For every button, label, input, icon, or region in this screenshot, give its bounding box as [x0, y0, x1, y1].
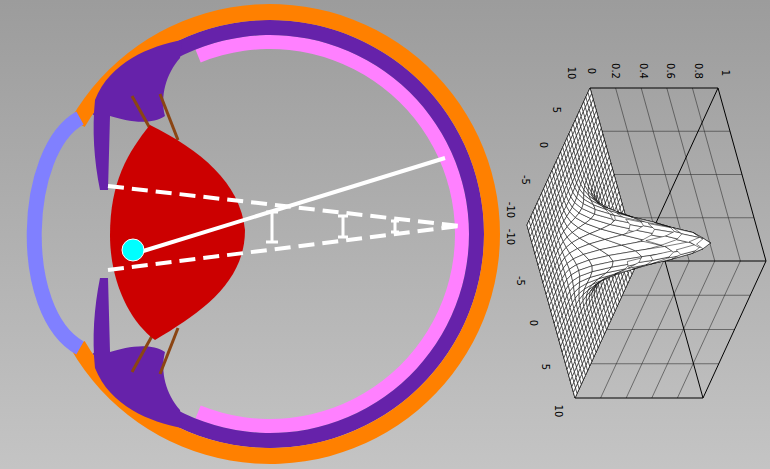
axis-tick-label: -5: [515, 276, 525, 286]
box-edge: [703, 261, 766, 398]
axis-tick-label: 10: [553, 405, 563, 418]
grid-line: [602, 131, 730, 132]
axis-tick-label: 5: [540, 364, 550, 370]
axis-tick-label: 0.4: [638, 63, 648, 79]
mesh-cell: [575, 198, 584, 208]
visual-axis: [140, 158, 445, 252]
lens: [110, 125, 245, 340]
ray-line: [108, 226, 460, 270]
width-marker: [391, 221, 399, 232]
grid-line: [622, 295, 750, 296]
axis-tick-label: -10: [505, 229, 515, 245]
box-edge: [575, 398, 703, 399]
axis-tick-label: 0.8: [693, 63, 703, 79]
eye-cross-section: [34, 4, 500, 464]
width-marker: [266, 212, 278, 242]
axis-tick-label: 1: [720, 70, 730, 76]
mesh-cell: [579, 266, 592, 276]
sclera: [71, 4, 500, 464]
width-marker: [338, 216, 348, 237]
mesh-cell: [582, 204, 595, 214]
mesh-cell: [697, 238, 711, 248]
axis-tick-label: -10: [505, 202, 515, 218]
box-edge: [655, 88, 718, 225]
axis-tick-label: 10: [566, 67, 576, 80]
focus-point: [122, 239, 144, 261]
surface-plot: [527, 88, 766, 398]
cornea: [34, 118, 80, 348]
grid-line: [591, 363, 719, 364]
axis-tick-label: 0.6: [665, 63, 675, 79]
grid-line: [626, 217, 754, 218]
axis-tick-label: 0: [538, 142, 548, 148]
width-markers: [266, 212, 399, 242]
axis-tick-label: -5: [520, 175, 530, 185]
ray-line: [108, 186, 460, 226]
mesh-cell: [571, 270, 580, 280]
box-edge: [590, 88, 718, 89]
axis-tick-label: 0.2: [610, 63, 620, 79]
axis-tick-label: 0: [528, 320, 538, 326]
box-edge: [527, 88, 590, 225]
zonule-fiber: [132, 336, 152, 372]
axis-tick-label: 5: [551, 107, 561, 113]
axis-tick-label: 0: [586, 68, 596, 74]
box-edge: [718, 88, 766, 261]
grid-line: [607, 329, 735, 330]
box-edge: [527, 225, 575, 398]
box-edge: [575, 261, 638, 398]
